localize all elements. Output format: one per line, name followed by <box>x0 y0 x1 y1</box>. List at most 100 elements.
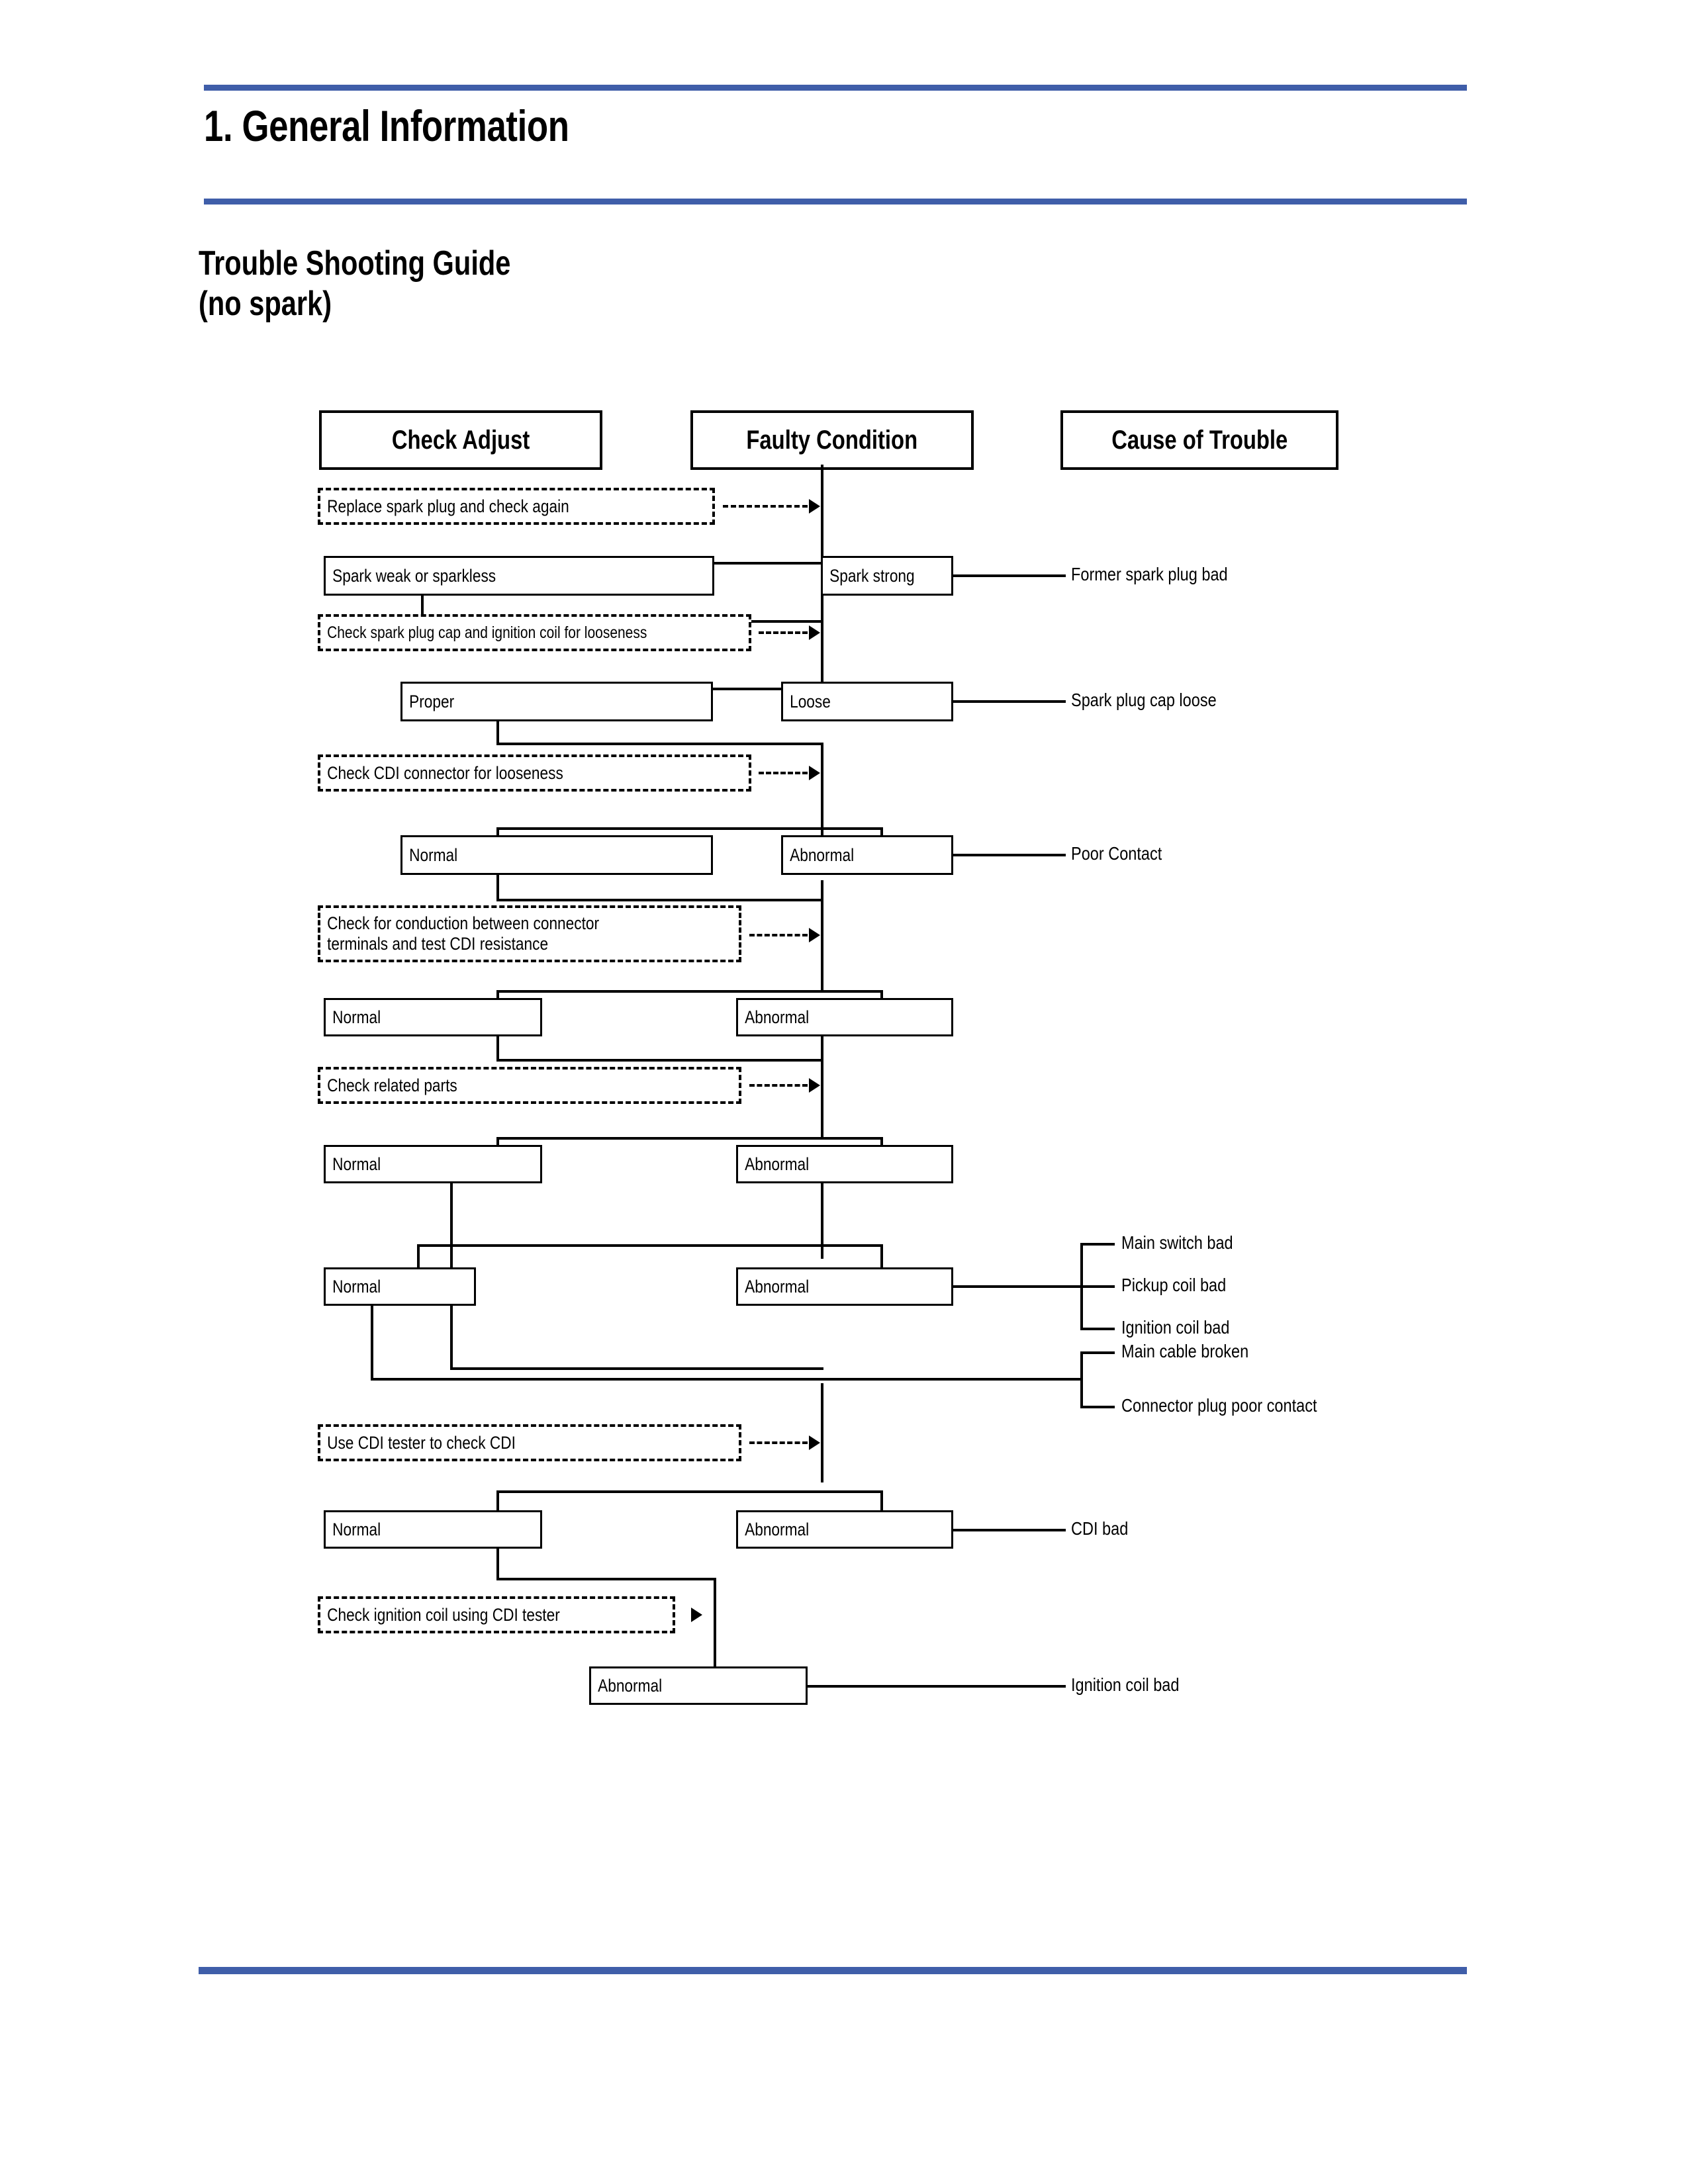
check-node-replace-plug[interactable]: Replace spark plug and check again <box>318 488 715 525</box>
outcome-node-label: Abnormal <box>598 1675 663 1696</box>
outcome-node-label: Normal <box>332 1519 381 1539</box>
connector-vertical <box>496 875 499 901</box>
connector-vertical <box>496 721 499 745</box>
spine-segment <box>821 465 823 564</box>
column-header-label: Faulty Condition <box>746 425 918 455</box>
outcome-node-normal-3[interactable]: Normal <box>324 1145 542 1183</box>
check-node-conduction[interactable]: Check for conduction between connector t… <box>318 905 741 962</box>
outcome-node-label: Abnormal <box>745 1154 810 1174</box>
outcome-node-abnormal-6[interactable]: Abnormal <box>589 1666 808 1705</box>
outcome-node-normal-5[interactable]: Normal <box>324 1510 542 1549</box>
cause-bracket-stub <box>1080 1285 1115 1288</box>
cause-leader-line <box>808 1685 1066 1688</box>
cause-leader-line <box>953 574 1066 577</box>
column-header-faulty-condition: Faulty Condition <box>690 410 974 470</box>
cause-label-connector-plug: Connector plug poor contact <box>1121 1395 1317 1416</box>
outcome-node-abnormal-3[interactable]: Abnormal <box>736 1145 953 1183</box>
section-title-line-1: Trouble Shooting Guide <box>199 244 511 283</box>
outcome-node-abnormal-4[interactable]: Abnormal <box>736 1267 953 1306</box>
fork-horizontal <box>496 1490 823 1493</box>
arrow-head <box>809 499 820 514</box>
check-node-cdi-tester[interactable]: Use CDI tester to check CDI <box>318 1424 741 1461</box>
fork-horizontal-right <box>821 1244 883 1247</box>
spine-segment <box>821 596 823 702</box>
cause-label-ignition-coil-2: Ignition coil bad <box>1071 1674 1180 1695</box>
section-title-line-2: (no spark) <box>199 285 332 324</box>
fork-branch-left <box>496 1490 499 1520</box>
check-node-label: Check related parts <box>327 1075 457 1095</box>
connector-vertical <box>496 1036 499 1062</box>
cause-bracket-stub <box>1080 1406 1115 1408</box>
check-node-label: Use CDI tester to check CDI <box>327 1432 516 1453</box>
dashed-connector <box>723 505 808 508</box>
outcome-node-label: Abnormal <box>745 1276 810 1297</box>
cause-bracket-spine <box>1080 1351 1083 1408</box>
outcome-node-loose[interactable]: Loose <box>781 682 953 721</box>
connector-vertical <box>714 1578 716 1672</box>
page-title: 1. General Information <box>204 101 569 150</box>
connector-horizontal <box>496 899 823 901</box>
outcome-node-label: Spark weak or sparkless <box>332 565 496 586</box>
arrow-head <box>809 1435 820 1450</box>
check-node-label: Check CDI connector for looseness <box>327 762 563 783</box>
connector-horizontal <box>496 1059 823 1062</box>
fork-horizontal <box>496 827 823 830</box>
check-node-label: Check spark plug cap and ignition coil f… <box>327 623 647 642</box>
outcome-node-label: Abnormal <box>745 1007 810 1027</box>
cause-label-cdi-bad: CDI bad <box>1071 1518 1129 1539</box>
outcome-node-spark-weak[interactable]: Spark weak or sparkless <box>324 556 714 596</box>
outcome-node-normal-2[interactable]: Normal <box>324 998 542 1036</box>
connector-vertical <box>371 1306 373 1380</box>
fork-horizontal <box>496 990 823 993</box>
outcome-node-label: Normal <box>332 1007 381 1027</box>
connector-vertical <box>821 1183 823 1246</box>
cause-bracket-stub <box>1080 1328 1115 1330</box>
fork-horizontal-right <box>821 990 883 993</box>
footer-rule <box>199 1967 1467 1974</box>
outcome-node-abnormal-5[interactable]: Abnormal <box>736 1510 953 1549</box>
section-title: Trouble Shooting Guide(no spark) <box>199 244 510 325</box>
outcome-node-label: Abnormal <box>745 1519 810 1539</box>
fork-horizontal-right <box>821 1490 883 1493</box>
arrow-head <box>809 1078 820 1093</box>
arrow-head <box>809 928 820 942</box>
outcome-node-label: Abnormal <box>790 844 855 865</box>
outcome-node-label: Spark strong <box>829 565 915 586</box>
check-node-cdi-connector[interactable]: Check CDI connector for looseness <box>318 754 751 792</box>
check-node-ignition-coil[interactable]: Check ignition coil using CDI tester <box>318 1596 675 1633</box>
fork-horizontal-right <box>821 827 883 830</box>
outcome-node-label: Normal <box>332 1154 381 1174</box>
outcome-node-label: Loose <box>790 691 831 711</box>
connector-vertical <box>496 1549 499 1580</box>
arrow-head <box>809 766 820 780</box>
outcome-node-spark-strong[interactable]: Spark strong <box>821 556 953 596</box>
outcome-node-label: Proper <box>409 691 455 711</box>
outcome-node-abnormal-1[interactable]: Abnormal <box>781 835 953 875</box>
outcome-node-normal-4[interactable]: Normal <box>324 1267 476 1306</box>
connector-horizontal <box>496 1578 716 1580</box>
outcome-node-abnormal-2[interactable]: Abnormal <box>736 998 953 1036</box>
column-header-label: Cause of Trouble <box>1111 425 1288 455</box>
outcome-node-label: Normal <box>332 1276 381 1297</box>
check-node-cap-coil[interactable]: Check spark plug cap and ignition coil f… <box>318 614 751 651</box>
header-rule-top <box>204 85 1467 91</box>
cause-leader-line <box>953 854 1066 856</box>
cause-leader-line <box>953 1529 1066 1531</box>
outcome-node-proper[interactable]: Proper <box>400 682 713 721</box>
connector-horizontal <box>450 1367 823 1370</box>
check-node-label: Check for conduction between connector t… <box>327 913 600 954</box>
fork-branch-right <box>880 1244 883 1271</box>
outcome-node-normal-1[interactable]: Normal <box>400 835 713 875</box>
check-node-related-parts[interactable]: Check related parts <box>318 1067 741 1104</box>
column-header-check-adjust: Check Adjust <box>319 410 602 470</box>
check-node-label: Check ignition coil using CDI tester <box>327 1604 560 1625</box>
fork-horizontal <box>417 1244 823 1247</box>
cause-bracket-stub <box>1080 1243 1115 1246</box>
fork-horizontal-right <box>821 1137 883 1140</box>
dashed-connector <box>749 1441 808 1444</box>
dashed-connector <box>759 772 808 774</box>
cause-leader-line <box>953 700 1066 703</box>
outcome-node-label: Normal <box>409 844 458 865</box>
cause-bracket-stub <box>1080 1351 1115 1354</box>
